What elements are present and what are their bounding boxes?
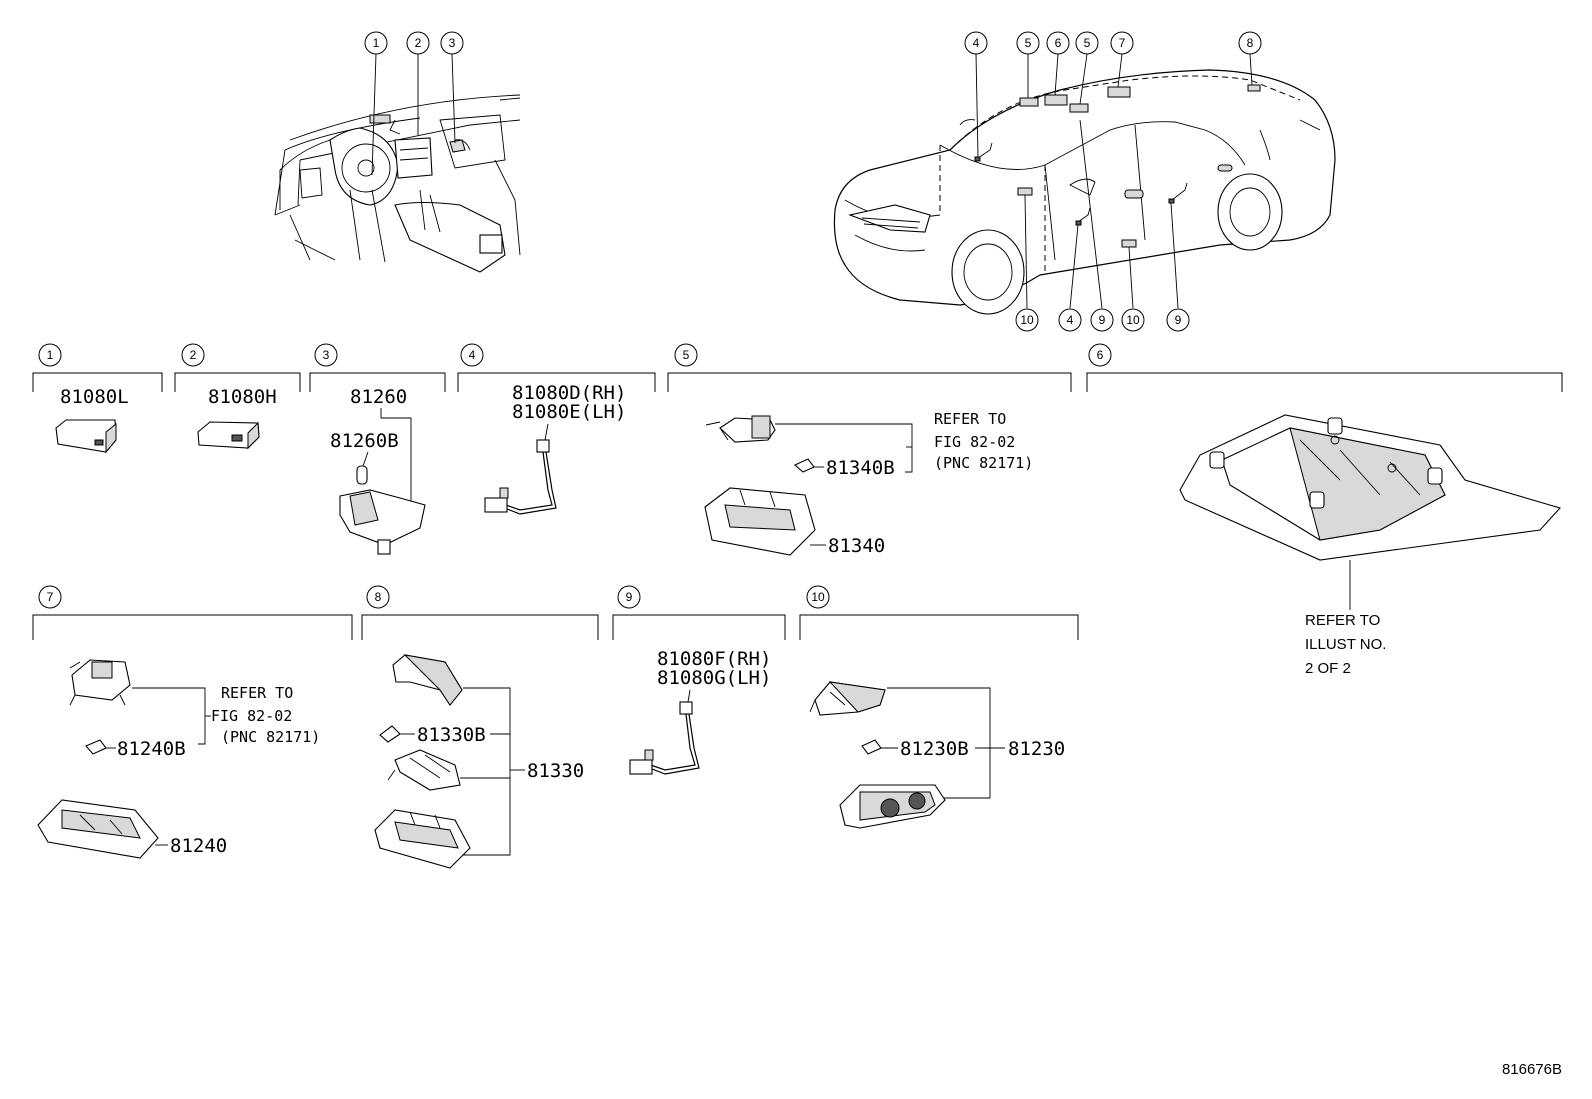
lens-part-number: 81340 bbox=[828, 535, 885, 557]
refer-text: ILLUST NO. bbox=[1305, 636, 1386, 653]
svg-text:10: 10 bbox=[1020, 313, 1034, 327]
callout-circle: 3 bbox=[440, 31, 464, 55]
callout-leaders bbox=[371, 53, 1253, 309]
callout-circle: 6 bbox=[1046, 31, 1070, 55]
refer-text: (PNC 82171) bbox=[221, 728, 320, 746]
callout-circle: 9 bbox=[1166, 308, 1190, 332]
section-3-number: 3 bbox=[323, 348, 330, 362]
callout-circle: 5 bbox=[1075, 31, 1099, 55]
callout-circle: 8 bbox=[1238, 31, 1262, 55]
section-6-number: 6 bbox=[1097, 348, 1104, 362]
section-5-number: 5 bbox=[683, 348, 690, 362]
svg-text:4: 4 bbox=[1067, 313, 1074, 327]
section-2-number: 2 bbox=[190, 348, 197, 362]
lens-part-number: 81240 bbox=[170, 835, 227, 857]
section-3: 3 81260 81260B bbox=[309, 343, 446, 555]
callout-circle: 2 bbox=[406, 31, 430, 55]
refer-text: FIG 82-02 bbox=[211, 707, 292, 725]
part-number-lh: 81080E(LH) bbox=[512, 401, 626, 423]
section-10-number: 10 bbox=[811, 590, 825, 604]
refer-text: REFER TO bbox=[1305, 612, 1380, 629]
svg-text:1: 1 bbox=[373, 36, 380, 50]
section-7-number: 7 bbox=[47, 590, 54, 604]
callout-circle: 7 bbox=[1110, 31, 1134, 55]
svg-text:3: 3 bbox=[449, 36, 456, 50]
refer-text: FIG 82-02 bbox=[934, 433, 1015, 451]
section-8-number: 8 bbox=[375, 590, 382, 604]
refer-text: (PNC 82171) bbox=[934, 454, 1033, 472]
section-7: 7 REFER TO FIG 82-02 (PNC 82171) 81240B … bbox=[32, 585, 353, 859]
callout-circle: 4 bbox=[964, 31, 988, 55]
part-number-rh: 81080D(RH) bbox=[512, 382, 626, 404]
car-illustration bbox=[833, 69, 1336, 315]
svg-text:8: 8 bbox=[1247, 36, 1254, 50]
refer-text: REFER TO bbox=[221, 684, 293, 702]
dashboard-illustration bbox=[274, 94, 521, 273]
svg-text:9: 9 bbox=[1175, 313, 1182, 327]
bulb-part-number: 81340B bbox=[826, 457, 895, 479]
section-5: 5 REFER TO FIG 82-02 (PNC 82171) 81340B … bbox=[667, 343, 1072, 557]
section-6: 6 REFER TO ILLUST NO. 2 OF 2 bbox=[1086, 343, 1563, 677]
bulb-part-number: 81240B bbox=[117, 738, 186, 760]
callout-circle: 4 bbox=[1058, 308, 1082, 332]
callout-circle: 9 bbox=[1090, 308, 1114, 332]
section-8: 8 81330 81330B bbox=[361, 585, 599, 869]
section-1-number: 1 bbox=[47, 348, 54, 362]
illustration-id: 816676B bbox=[1502, 1061, 1562, 1078]
part-number-lh: 81080G(LH) bbox=[657, 667, 771, 689]
callout-circle: 10 bbox=[1015, 308, 1039, 332]
part-number: 81080L bbox=[60, 386, 129, 408]
svg-text:7: 7 bbox=[1119, 36, 1126, 50]
svg-text:5: 5 bbox=[1025, 36, 1032, 50]
svg-text:10: 10 bbox=[1126, 313, 1140, 327]
assy-part-number: 81330 bbox=[527, 760, 584, 782]
refer-text: REFER TO bbox=[934, 410, 1006, 428]
section-9: 9 81080F(RH) 81080G(LH) bbox=[612, 585, 786, 775]
svg-text:6: 6 bbox=[1055, 36, 1062, 50]
sub-part-number: 81260B bbox=[330, 430, 399, 452]
bulb-part-number: 81330B bbox=[417, 724, 486, 746]
svg-text:2: 2 bbox=[415, 36, 422, 50]
section-2: 2 81080H bbox=[174, 343, 301, 450]
part-number-rh: 81080F(RH) bbox=[657, 648, 771, 670]
bulb-part-number: 81230B bbox=[900, 738, 969, 760]
callout-circle: 1 bbox=[364, 31, 388, 55]
section-9-number: 9 bbox=[626, 590, 633, 604]
part-number: 81260 bbox=[350, 386, 407, 408]
refer-text: 2 OF 2 bbox=[1305, 660, 1351, 677]
section-4: 4 81080D(RH) 81080E(LH) bbox=[457, 343, 656, 515]
assy-part-number: 81230 bbox=[1008, 738, 1065, 760]
callout-circle: 10 bbox=[1121, 308, 1145, 332]
section-10: 10 81230B 81230 bbox=[799, 585, 1079, 829]
svg-text:4: 4 bbox=[973, 36, 980, 50]
svg-text:5: 5 bbox=[1084, 36, 1091, 50]
part-number: 81080H bbox=[208, 386, 277, 408]
section-4-number: 4 bbox=[469, 348, 476, 362]
section-1: 1 81080L bbox=[32, 343, 163, 454]
svg-text:9: 9 bbox=[1099, 313, 1106, 327]
callout-circle: 5 bbox=[1016, 31, 1040, 55]
